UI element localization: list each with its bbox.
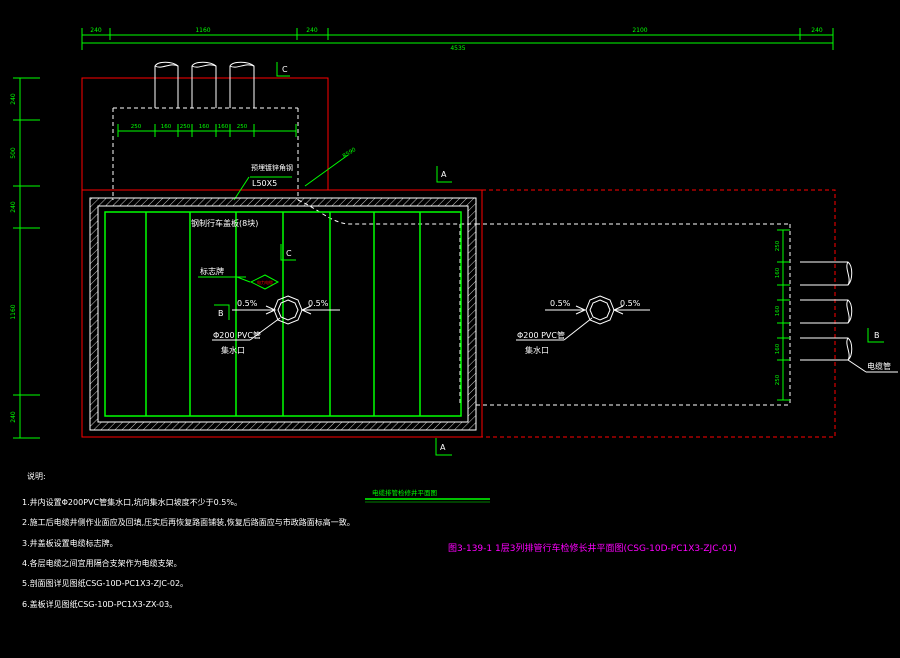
slope-right-2: 0.5% <box>620 299 641 308</box>
top-pipes <box>154 61 255 108</box>
section-b-left-label: B <box>218 309 224 318</box>
left-well <box>89 197 477 431</box>
inner-dim-1: 250 <box>131 124 142 130</box>
note-item-6: 6.盖板详见图纸CSG-10D-PC1X3-ZX-03。 <box>22 599 177 609</box>
note-item-3: 3.井盖板设置电缆标志牌。 <box>22 538 118 548</box>
radius-label: R590 <box>342 147 358 160</box>
left-dim-1: 240 <box>10 93 17 105</box>
top-dim-5: 240 <box>811 27 823 34</box>
slope-left-2: 0.5% <box>308 299 329 308</box>
left-dim-2: 500 <box>10 147 17 159</box>
notes-heading: 说明: <box>27 471 46 481</box>
top-dim-4: 2100 <box>632 27 647 34</box>
top-dim-3: 240 <box>306 27 318 34</box>
top-dim-2: 1160 <box>195 27 210 34</box>
pipe-right-label: Φ200 PVC管 <box>517 330 565 340</box>
note-item-5: 5.剖面图详见图纸CSG-10D-PC1X3-ZJC-02。 <box>22 578 188 588</box>
note-item-1: 1.井内设置Φ200PVC管集水口,坑向集水口坡度不少于0.5%。 <box>22 497 242 507</box>
right-dim-3: 160 <box>775 305 781 316</box>
slope-right-1: 0.5% <box>550 299 571 308</box>
section-a-bottom-label: A <box>440 443 446 452</box>
section-a-top-label: A <box>441 170 447 179</box>
section-mark-c-mid: C <box>280 244 296 261</box>
sign-board: 电力电缆 <box>198 274 280 290</box>
pipe-left-label: Φ200 PVC管 <box>213 330 261 340</box>
inner-dim-6: 250 <box>237 124 248 130</box>
sign-inner-text: 电力电缆 <box>257 279 273 285</box>
section-mark-b-left: B <box>214 304 230 320</box>
section-c-top-label: C <box>282 65 288 74</box>
angle-steel-leader <box>233 154 349 201</box>
right-dim-2: 160 <box>775 267 781 278</box>
right-dim-1: 250 <box>775 240 781 251</box>
note-item-4: 4.各层电缆之间宜用隔合支架作为电缆支架。 <box>22 558 182 568</box>
right-dimensions <box>777 229 790 401</box>
dashed-upper <box>112 107 791 406</box>
section-c-mid-label: C <box>286 249 292 258</box>
angle-steel-label: 预埋镀锌角钢 <box>251 163 293 172</box>
left-dimensions <box>13 77 40 439</box>
left-dim-5: 240 <box>10 411 17 423</box>
section-mark-b-right: B <box>867 328 884 343</box>
angle-size-label: L50X5 <box>252 179 277 188</box>
right-dim-5: 250 <box>775 374 781 385</box>
cable-pipe-label: 电缆管 <box>867 361 891 371</box>
inner-dim-5: 160 <box>218 124 229 130</box>
sign-label: 标志牌 <box>200 266 224 276</box>
section-mark-a-top: A <box>436 166 452 183</box>
left-dim-4: 1160 <box>10 304 17 319</box>
inner-dim-2: 160 <box>161 124 172 130</box>
sump-left-label: 集水口 <box>221 345 245 355</box>
right-dim-4: 160 <box>775 343 781 354</box>
inner-dim-3: 250 <box>180 124 191 130</box>
note-item-2: 2.施工后电缆井侧作业面应及回填,压实后再恢复路面铺装,恢复后路面应与市政路面标… <box>22 517 355 527</box>
top-dimensions <box>81 28 834 50</box>
plan-title: 电缆排管检修井平面图 <box>372 488 437 497</box>
inner-dimensions <box>117 124 297 137</box>
sump-right-label: 集水口 <box>525 345 549 355</box>
inner-dim-4: 160 <box>199 124 210 130</box>
cover-plate-label: 钢制行车盖板(8块) <box>191 218 258 228</box>
drawing-title: 图3-139-1 1层3列排管行车检修长井平面图(CSG-10D-PC1X3-Z… <box>448 542 737 554</box>
top-dim-1: 240 <box>90 27 102 34</box>
section-mark-c-top: C <box>276 62 290 77</box>
slope-left-1: 0.5% <box>237 299 258 308</box>
right-sump <box>516 295 650 341</box>
left-dim-3: 240 <box>10 201 17 213</box>
red-outlines <box>81 77 836 438</box>
left-sump <box>212 295 340 341</box>
right-cable-pipes <box>800 261 898 373</box>
overall-dim: 4535 <box>450 45 465 52</box>
section-mark-a-bottom: A <box>435 438 452 456</box>
section-b-right-label: B <box>874 331 880 340</box>
